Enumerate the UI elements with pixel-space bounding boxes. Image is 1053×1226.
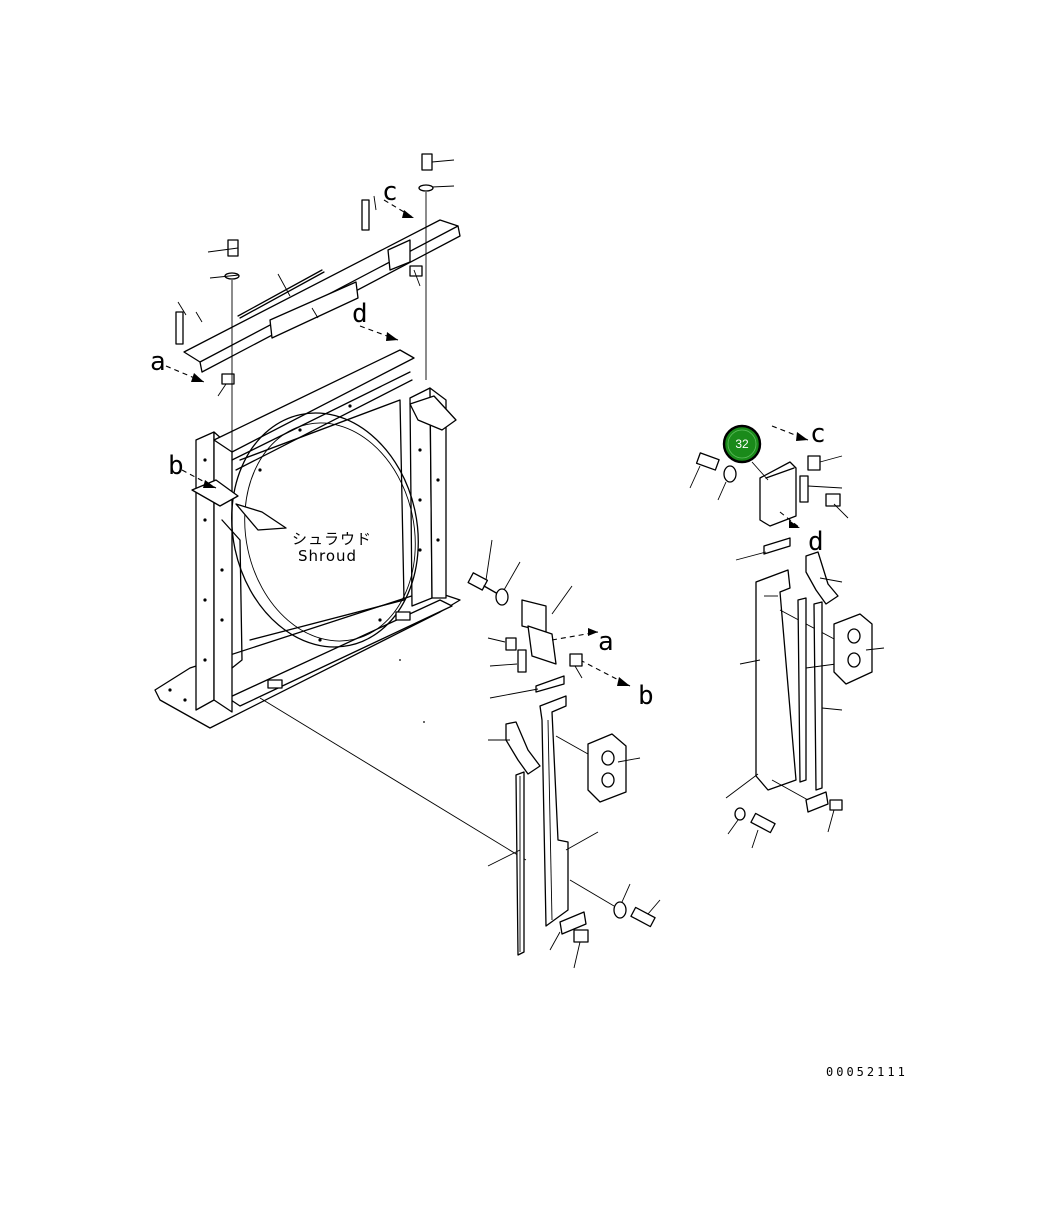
assembly-line <box>259 697 527 861</box>
left-column <box>195 431 215 711</box>
top-rail <box>175 153 461 470</box>
top-bracket-plate <box>759 461 797 527</box>
shroud-ring <box>231 412 419 648</box>
cushion-block <box>587 733 627 803</box>
long-back-plate <box>755 569 797 791</box>
callout-b-middle: b <box>638 681 654 711</box>
middle-parts-group <box>467 539 661 969</box>
callout-d: d <box>352 299 368 329</box>
cushion-block-right <box>833 613 873 685</box>
drawing-code: 00052111 <box>826 1065 908 1079</box>
callout-b: b <box>168 451 184 481</box>
callout-a: a <box>150 347 166 377</box>
callout-c: c <box>382 177 398 207</box>
callout-d-right: d <box>808 527 824 557</box>
shroud-label-english: Shroud <box>298 547 357 565</box>
callout-arrows-main <box>165 199 415 489</box>
shroud-label-japanese: シュラウド <box>292 530 372 548</box>
item-number-badge[interactable]: 32 <box>722 424 769 481</box>
long-bracket <box>539 695 569 927</box>
badge-number: 32 <box>735 437 749 451</box>
callout-c-right: c <box>810 419 826 449</box>
shroud-frame <box>154 349 461 729</box>
callout-a-middle: a <box>598 627 614 657</box>
rivet-holes <box>168 404 440 702</box>
right-parts-group <box>689 425 885 849</box>
